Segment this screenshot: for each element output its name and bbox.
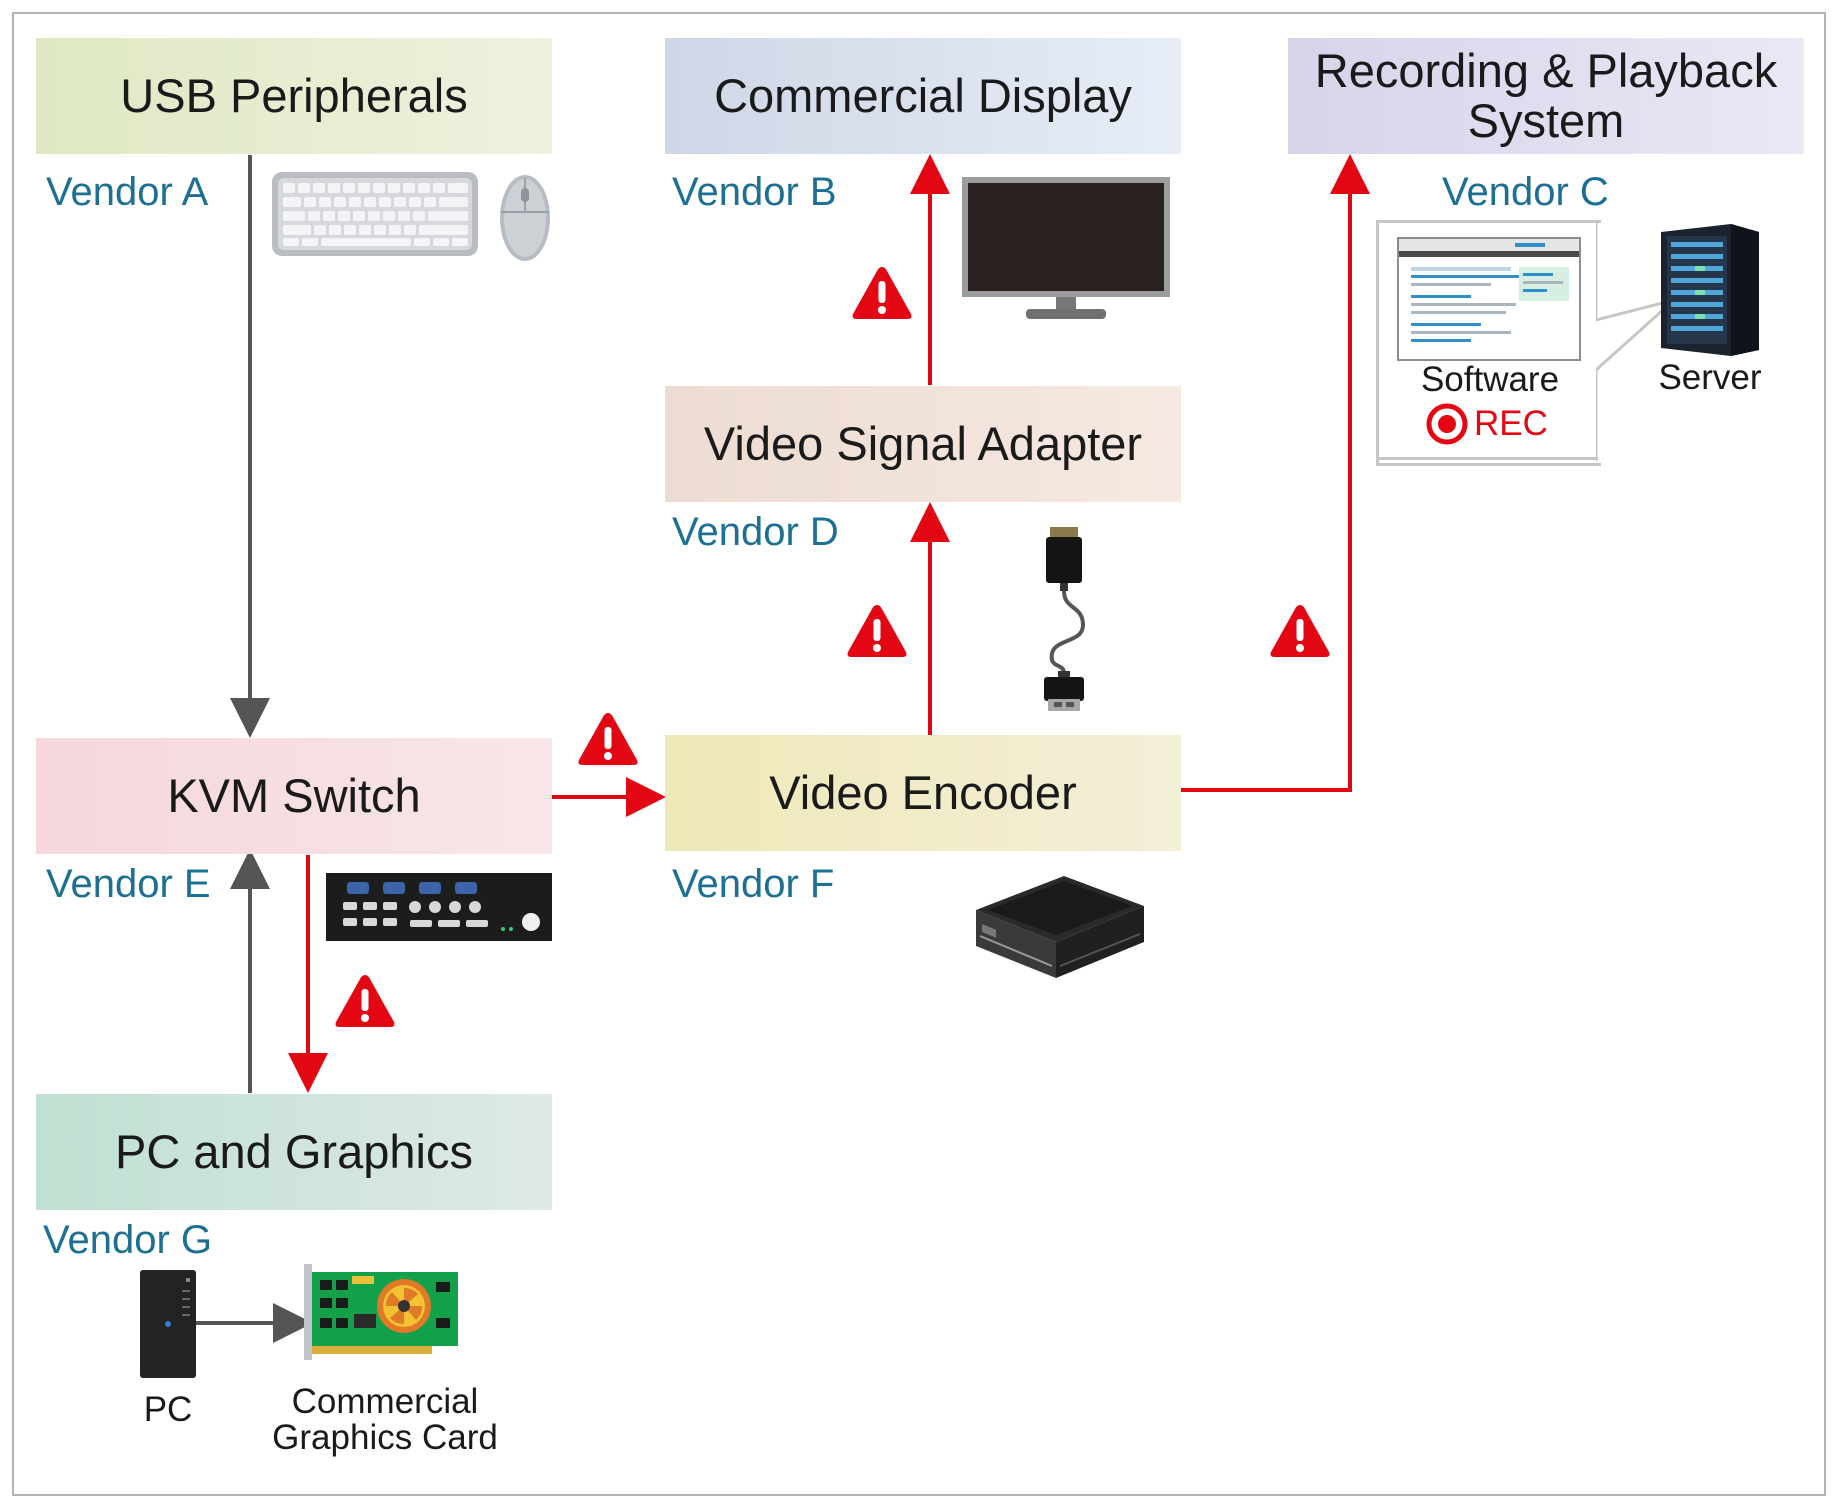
rec-label: REC: [1474, 404, 1548, 443]
graphics-card-label-line1: Commercial: [291, 1382, 479, 1421]
graphics-card-label-line2: Graphics Card: [272, 1418, 498, 1457]
vendor-b-label: Vendor B: [672, 170, 837, 214]
server-label: Server: [1658, 358, 1762, 397]
vendor-f-label: Vendor F: [672, 862, 835, 906]
recording-playback-label: Recording & Playback System: [1314, 44, 1778, 147]
software-panel-top: [1376, 220, 1598, 223]
warning-icon: [335, 975, 395, 1027]
commercial-display-label: Commercial Display: [714, 69, 1132, 122]
kvm-device-icon: [326, 873, 552, 941]
video-signal-adapter-box: Video Signal Adapter: [665, 386, 1181, 502]
pc-label: PC: [143, 1390, 193, 1429]
vendor-g-label: Vendor G: [43, 1218, 213, 1262]
warning-icon: [852, 267, 912, 319]
video-encoder-label: Video Encoder: [769, 766, 1077, 819]
commercial-display-box: Commercial Display: [665, 38, 1181, 154]
encoder-device-icon: [976, 876, 1144, 978]
vendor-e-label: Vendor E: [46, 862, 211, 906]
record-icon: [1426, 403, 1468, 445]
mouse-icon: [500, 175, 550, 261]
kvm-switch-label: KVM Switch: [167, 769, 421, 822]
encoder-to-recording-arrow: [1180, 154, 1370, 792]
graphics-card-icon: [304, 1264, 458, 1360]
vendor-a-label: Vendor A: [46, 170, 209, 214]
warning-icon: [847, 605, 907, 657]
pc-graphics-label: PC and Graphics: [115, 1125, 473, 1178]
vendor-d-label: Vendor D: [672, 510, 839, 554]
software-window-icon: [1397, 237, 1581, 361]
usb-peripherals-label: USB Peripherals: [120, 69, 468, 122]
cable-icon: [1044, 527, 1086, 711]
software-panel-bottom: [1376, 457, 1598, 460]
pc-graphics-box: PC and Graphics: [36, 1094, 552, 1210]
monitor-icon: [962, 177, 1170, 319]
server-icon: [1661, 224, 1759, 356]
video-signal-adapter-label: Video Signal Adapter: [703, 417, 1143, 470]
usb-peripherals-box: USB Peripherals: [36, 38, 552, 154]
software-label: Software: [1420, 360, 1560, 399]
keyboard-icon: [272, 172, 478, 256]
kvm-switch-box: KVM Switch: [36, 738, 552, 854]
vendor-c-label: Vendor C: [1442, 170, 1609, 214]
warning-icon: [578, 713, 638, 765]
video-encoder-box: Video Encoder: [665, 735, 1181, 851]
warning-icon: [1270, 605, 1330, 657]
pc-tower-icon: [140, 1270, 196, 1378]
diagram-frame: [12, 12, 1826, 1496]
recording-playback-box: Recording & Playback System: [1288, 38, 1804, 154]
